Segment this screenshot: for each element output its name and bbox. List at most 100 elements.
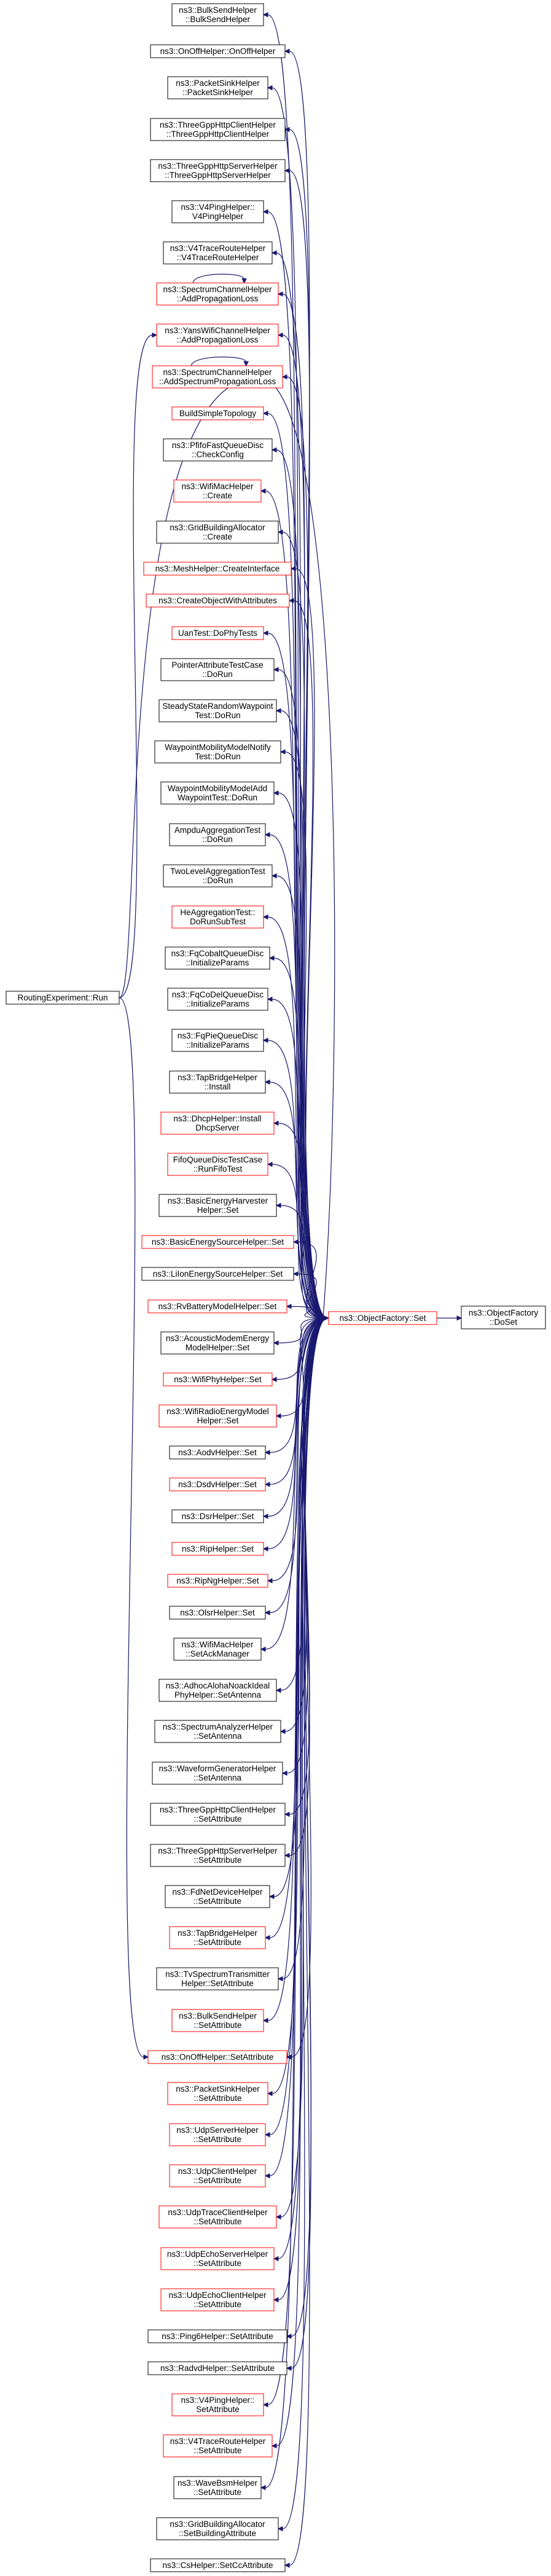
caller-node[interactable]: ns3::UdpServerHelper::SetAttribute [169,2123,266,2146]
caller-node[interactable]: ns3::BasicEnergySourceHelper::Set [141,1235,294,1249]
caller-node-box [156,282,279,306]
caller-node[interactable]: ns3::PfifoFastQueueDisc::CheckConfig [163,438,273,462]
edge-44-arrow [275,1687,281,1693]
caller-node[interactable]: ns3::BulkSendHelper::BulkSendHelper [171,3,264,26]
caller-node-box [147,2050,287,2064]
caller-node[interactable]: ns3::UdpEchoClientHelper::SetAttribute [160,2288,275,2311]
caller-node-label: ::AddPropagationLoss [177,335,259,344]
caller-node[interactable]: ns3::OlsrHelper::Set [169,1606,266,1620]
caller-node[interactable]: ns3::UdpClientHelper::SetAttribute [169,2164,266,2187]
target-node[interactable]: ns3::ObjectFactory::DoSet [461,1305,546,1329]
caller-node[interactable]: ns3::PacketSinkHelper::SetAttribute [167,2082,268,2105]
edge-12 [265,490,328,1319]
caller-node-label: ::CheckConfig [192,450,244,459]
caller-node[interactable]: ns3::FqCoDelQueueDisc::InitializeParams [167,988,268,1011]
caller-node[interactable]: WaypointMobilityModelAddWaypointTest::Do… [160,781,275,805]
caller-node[interactable]: HeAggregationTest::DoRunSubTest [171,905,264,929]
caller-node[interactable]: ns3::SpectrumChannelHelper::AddSpectrumP… [152,365,283,389]
edge-2-arrow [267,85,273,91]
edge-4-arrow [284,168,290,174]
edge-66-arrow [284,2562,290,2568]
caller-node-box [160,658,275,681]
caller-node-box [171,2009,264,2032]
caller-node[interactable]: ns3::TapBridgeHelper::Install [169,1070,266,1094]
edge-56-arrow [264,2173,270,2179]
caller-node[interactable]: ns3::V4PingHelper::V4PingHelper [171,200,264,223]
caller-node[interactable]: ns3::ThreeGppHttpClientHelper::SetAttrib… [150,1803,286,1826]
caller-node[interactable]: ns3::AodvHelper::Set [169,1445,266,1460]
caller-node[interactable]: ns3::ThreeGppHttpClientHelper::ThreeGppH… [150,118,286,141]
caller-node-label: SteadyStateRandomWaypoint [162,702,273,711]
edge-19 [284,751,328,1319]
caller-node[interactable]: ns3::GridBuildingAllocator::SetBuildingA… [156,2517,279,2540]
caller-node[interactable]: ns3::DsdvHelper::Set [169,1477,266,1491]
caller-node-label: ::BulkSendHelper [186,15,251,24]
caller-node-label: WaypointMobilityModelNotify [165,743,271,752]
caller-node[interactable]: ns3::WaveformGeneratorHelper::SetAntenna [152,1762,283,1785]
caller-node[interactable]: ns3::DsrHelper::Set [171,1509,264,1523]
caller-node[interactable]: ns3::CsHelper::SetCcAttribute [150,2558,286,2572]
caller-node[interactable]: ns3::AdhocAlohaNoackIdealPhyHelper::SetA… [158,1679,277,1702]
caller-node-label: ns3::RvBatteryModelHelper::Set [158,1302,277,1311]
caller-node[interactable]: PointerAttributeTestCase::DoRun [160,658,275,681]
caller-node[interactable]: BuildSimpleTopology [171,406,264,420]
caller-node[interactable]: ns3::BulkSendHelper::SetAttribute [171,2009,264,2032]
caller-node[interactable]: ns3::SpectrumChannelHelper::AddPropagati… [156,282,279,306]
caller-node[interactable]: ns3::SpectrumAnalyzerHelper::SetAntenna [154,1720,281,1743]
caller-node-label: ::DoRun [202,670,233,679]
caller-node[interactable]: ns3::Ping6Helper::SetAttribute [147,2329,287,2343]
caller-node[interactable]: ns3::UdpEchoServerHelper::SetAttribute [160,2247,275,2270]
caller-node-box [141,1267,294,1281]
caller-node[interactable]: ns3::CreateObjectWithAttributes [146,594,290,608]
caller-node[interactable]: ns3::WifiMacHelper::SetAckManager [173,1638,262,1661]
caller-node[interactable]: AmpduAggregationTest::DoRun [169,823,266,846]
routing-node[interactable]: RoutingExperiment::Run [6,991,120,1005]
caller-node-label: ns3::FqCoDelQueueDisc [172,990,264,999]
caller-node[interactable]: ns3::OnOffHelper::OnOffHelper [150,44,286,58]
caller-node-label: ns3::UdpClientHelper [178,2167,257,2176]
caller-node[interactable]: ns3::V4PingHelper::SetAttribute [171,2393,264,2416]
caller-node[interactable]: ns3::V4TraceRouteHelper::V4TraceRouteHel… [163,241,273,265]
caller-node[interactable]: ns3::RvBatteryModelHelper::Set [147,1299,287,1313]
caller-node[interactable]: ns3::MeshHelper::CreateInterface [143,562,292,576]
caller-node[interactable]: ns3::ThreeGppHttpServerHelper::SetAttrib… [150,1844,286,1867]
caller-node-label: ns3::UdpEchoClientHelper [168,2291,267,2300]
caller-node-box [163,438,273,462]
caller-node[interactable]: ns3::GridBuildingAllocator::Create [156,520,279,544]
caller-node[interactable]: ns3::YansWifiChannelHelper::AddPropagati… [156,323,279,347]
caller-node[interactable]: ns3::FqPieQueueDisc::InitializeParams [171,1029,264,1052]
caller-node[interactable]: ns3::RipNgHelper::Set [167,1574,268,1588]
caller-node[interactable]: ns3::LiIonEnergySourceHelper::Set [141,1267,294,1281]
caller-node[interactable]: ns3::FdNetDeviceHelper::SetAttribute [165,1885,270,1908]
target-node-box [461,1305,546,1329]
edge-6-arrow [271,250,277,256]
caller-node[interactable]: ns3::UdpTraceClientHelper::SetAttribute [158,2205,277,2229]
caller-node[interactable]: ns3::RadvdHelper::SetAttribute [147,2361,287,2375]
caller-node-label: ns3::V4PingHelper:: [181,2396,254,2405]
caller-node[interactable]: ns3::PacketSinkHelper::PacketSinkHelper [167,76,268,99]
caller-node-label: ::Install [205,1082,231,1091]
caller-node[interactable]: ns3::WifiMacHelper::Create [173,479,262,503]
caller-node-label: ::SetAttribute [193,2300,241,2309]
caller-node[interactable]: ns3::WaveBsmHelper::SetAttribute [173,2476,262,2499]
caller-node[interactable]: ns3::ThreeGppHttpServerHelper::ThreeGppH… [150,159,286,182]
caller-node[interactable]: FifoQueueDiscTestCase::RunFifoTest [167,1153,268,1176]
caller-node[interactable]: ns3::TapBridgeHelper::SetAttribute [169,1926,266,1949]
caller-node[interactable]: ns3::V4TraceRouteHelper::SetAttribute [163,2434,273,2458]
caller-node-label: ::Create [203,532,232,541]
hub-node[interactable]: ns3::ObjectFactory::Set [328,1311,437,1325]
caller-node[interactable]: ns3::FqCobaltQueueDisc::InitializeParams [165,946,270,970]
caller-node[interactable]: ns3::OnOffHelper::SetAttribute [147,2050,287,2064]
caller-node-label: V4PingHelper [192,212,244,221]
caller-node[interactable]: ns3::RipHelper::Set [171,1542,264,1556]
caller-node[interactable]: ns3::TvSpectrumTransmitterHelper::SetAtt… [156,1967,279,1990]
caller-node[interactable]: UanTest::DoPhyTests [171,626,264,640]
caller-node[interactable]: TwoLevelAggregationTest::DoRun [163,864,273,888]
caller-node[interactable]: ns3::WifiPhyHelper::Set [163,1372,273,1387]
